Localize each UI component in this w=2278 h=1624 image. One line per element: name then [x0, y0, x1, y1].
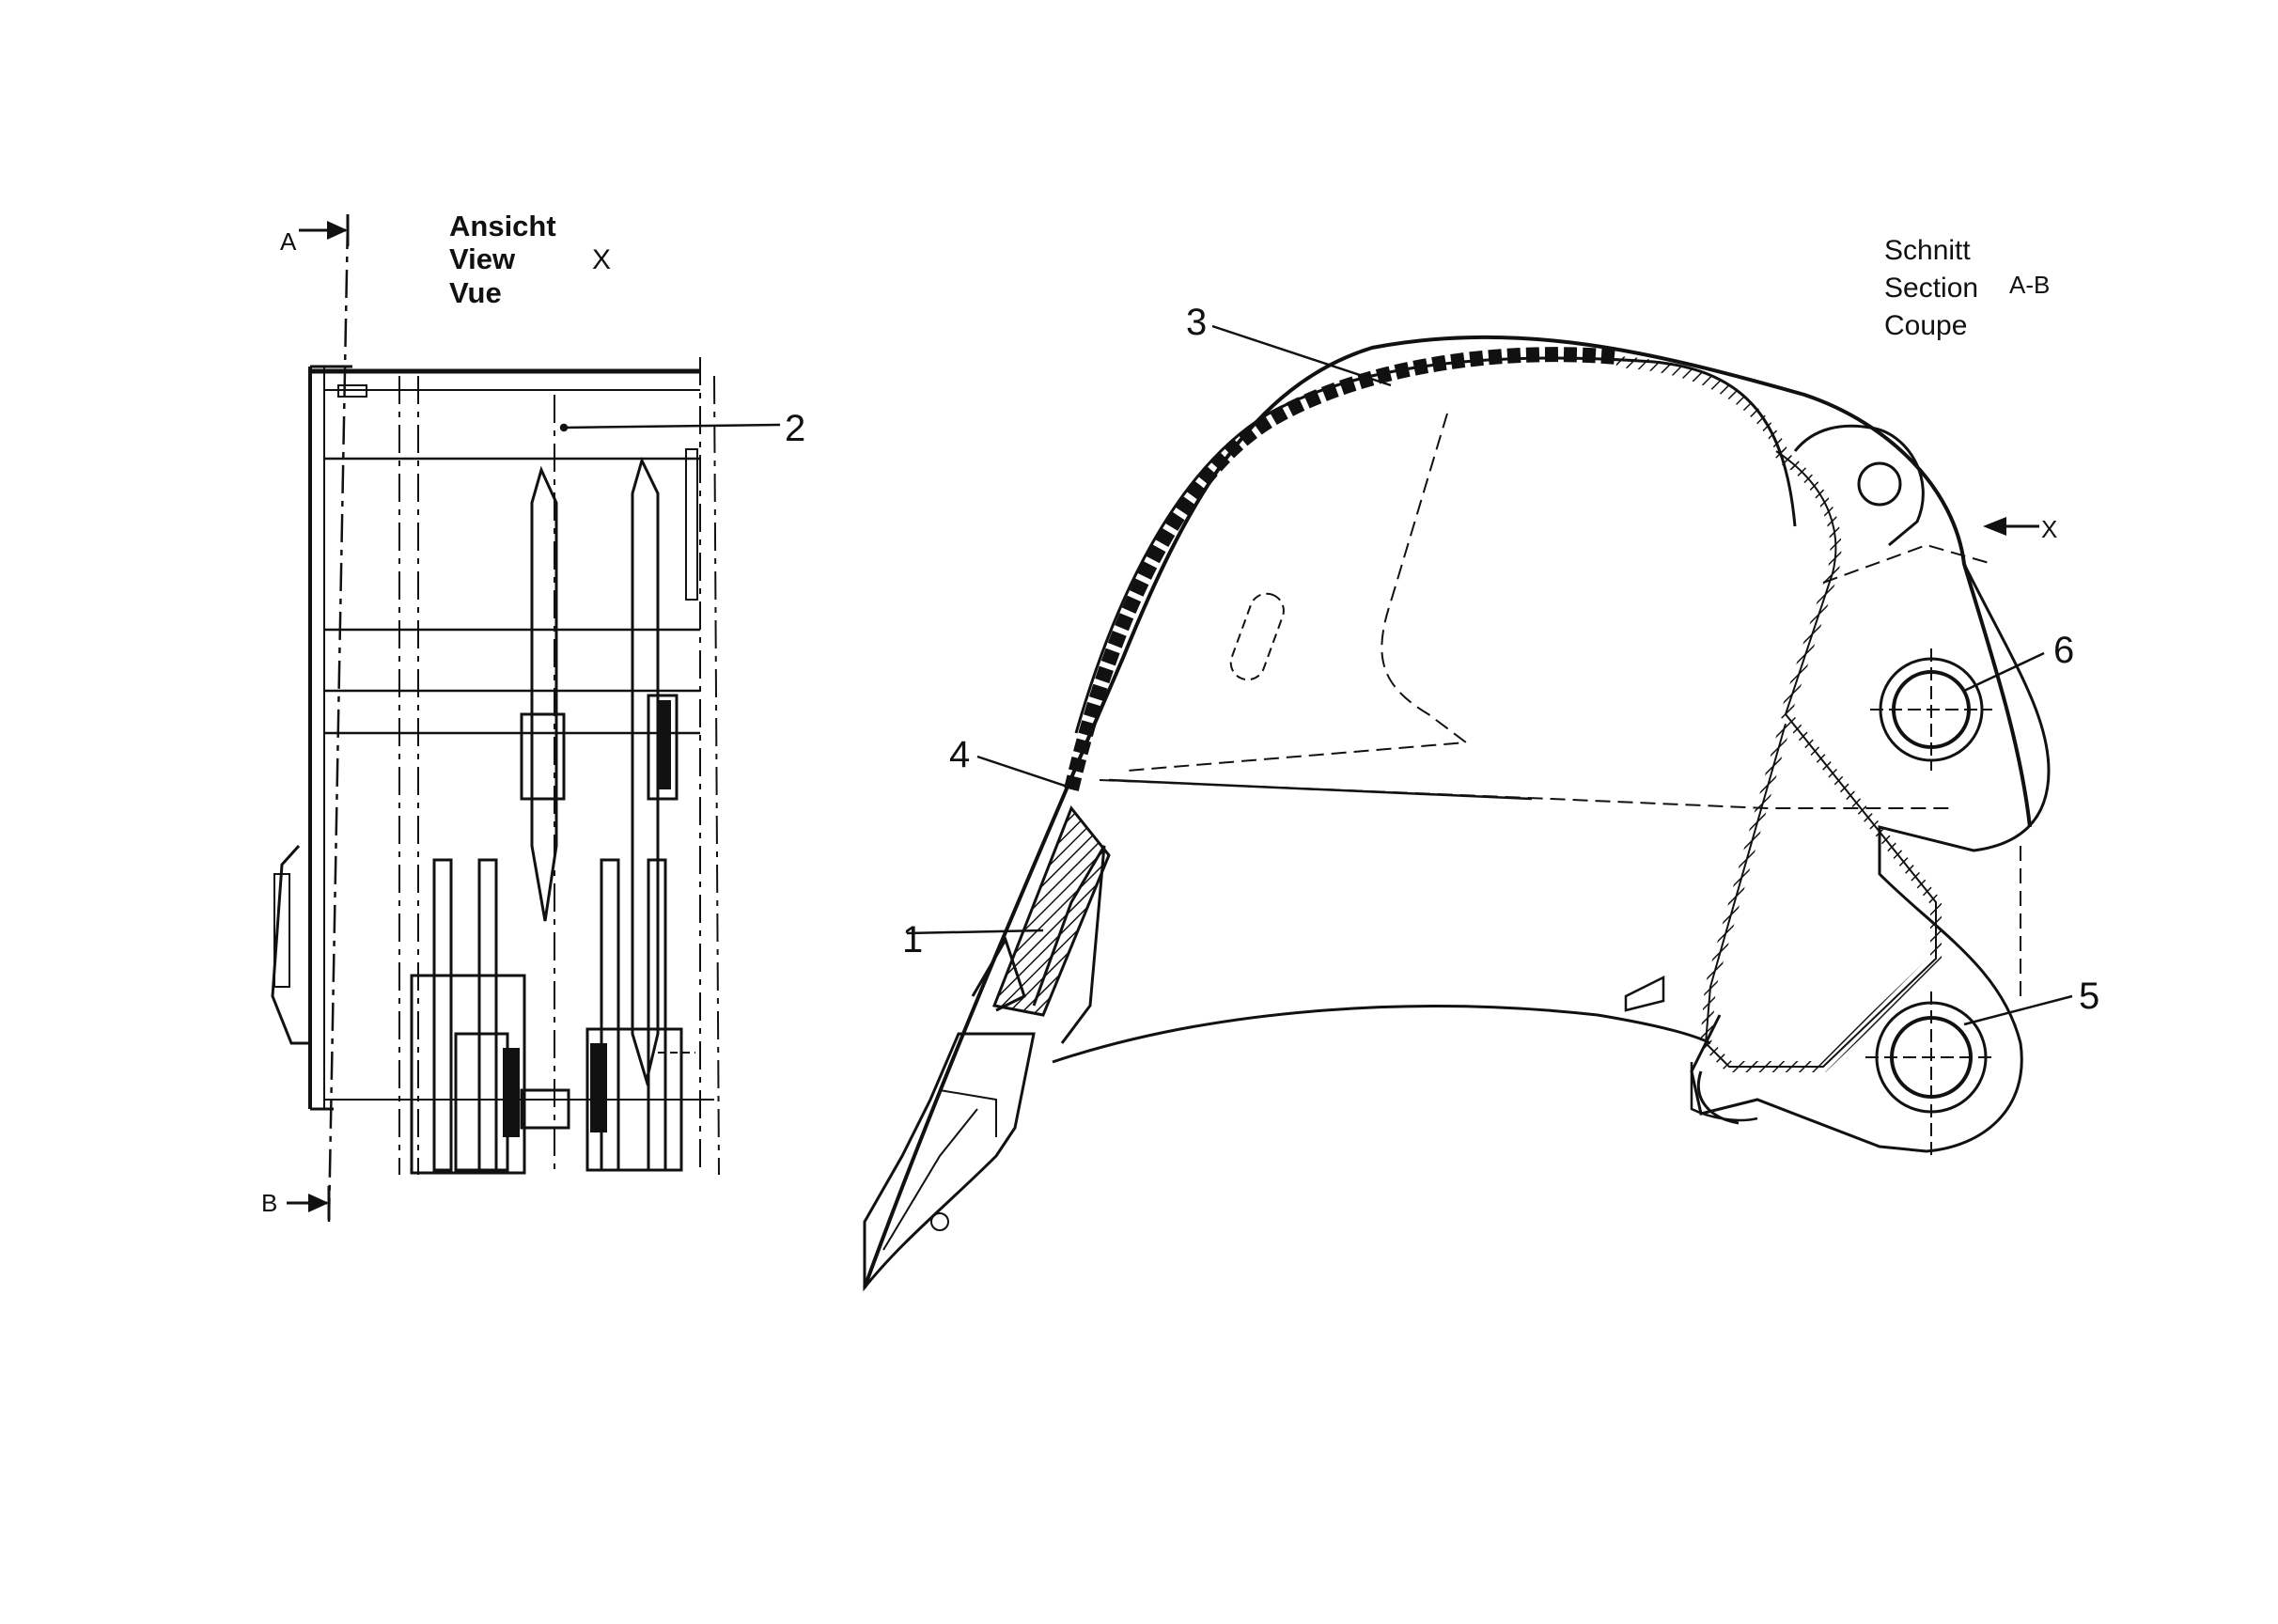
- section-line-ab: [327, 220, 350, 1223]
- section-cut-start-label: A: [280, 227, 297, 256]
- pin-5: [1865, 992, 1997, 1156]
- view-title-de: Ansicht: [449, 210, 556, 242]
- tooth-adapter-hatch: [991, 805, 1111, 1017]
- view-title-fr: Vue: [449, 276, 502, 309]
- callout-1: 1: [902, 919, 924, 960]
- section-title-en: Section: [1884, 273, 1979, 304]
- section-title-de: Schnitt: [1884, 235, 1971, 266]
- callout-6: 6: [2053, 630, 2075, 671]
- callout-2: 2: [785, 408, 806, 449]
- bucket-shell-outer: [863, 335, 2032, 1288]
- tooth: [863, 1032, 1036, 1292]
- section-title-fr: Coupe: [1884, 310, 1968, 341]
- callout-5: 5: [2079, 976, 2100, 1017]
- view-x-drawing: [271, 214, 720, 1223]
- view-arrow-label: X: [2041, 515, 2058, 543]
- section-marker: A-B: [2009, 271, 2051, 299]
- lifting-eye: [1857, 461, 1902, 507]
- pin-6: [1870, 648, 1992, 771]
- bucket-shell-inner: [1074, 356, 1797, 734]
- view-title-en: View: [449, 242, 516, 275]
- view-marker: X: [592, 244, 612, 275]
- leader-lines: [559, 324, 2073, 1026]
- section-cut-end-label: B: [261, 1189, 278, 1217]
- callout-3: 3: [1186, 302, 1208, 343]
- section-ab-drawing: [863, 335, 2051, 1292]
- callout-4: 4: [949, 734, 971, 775]
